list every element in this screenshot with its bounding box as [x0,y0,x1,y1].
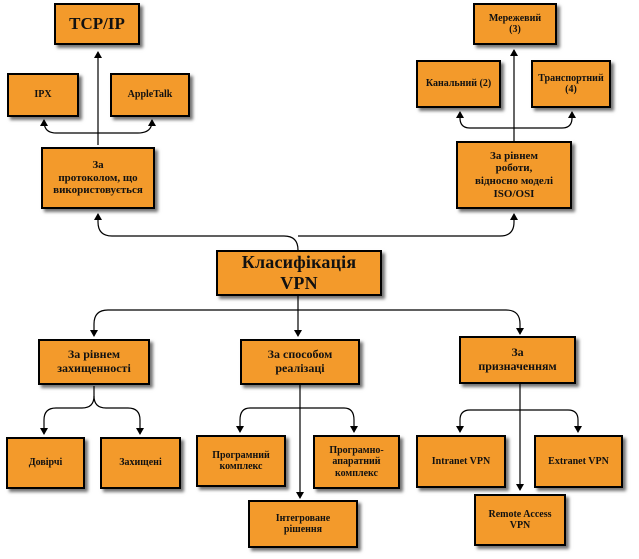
connector-method-to-software [236,407,300,433]
node-protocol-label: За протоколом, що використовується [53,159,143,197]
node-trusted-label: Довірчі [28,457,63,469]
connector-osi-to-channel [456,111,514,129]
node-appletalk: AppleTalk [110,73,190,117]
node-software-label: Програмний комплекс [212,449,270,473]
connector-root-to-osi [298,213,518,237]
node-purpose: За призначенням [459,336,576,384]
node-security: За рівнем захищенності [38,339,150,385]
node-protected: Захищені [100,437,181,489]
connector-security-to-trusted [40,386,95,435]
node-trusted: Довірчі [6,437,85,489]
node-protocol: За протоколом, що використовується [41,147,155,209]
node-method-label: За способом реалізаці [267,347,333,375]
node-transport-label: Транспортний (4) [538,72,604,96]
node-remote-label: Remote Access VPN [488,508,552,532]
connector-root-to-security [90,309,298,337]
connector-purpose-to-extranet [520,409,582,433]
connector-protocol-to-ipx [40,119,98,134]
node-security-label: За рівнем захищенності [57,347,131,375]
node-tcpip: TCP/IP [54,3,140,45]
node-root: Класифікація VPN [216,250,382,296]
node-ipx: IPX [7,73,79,117]
connector-root-to-protocol [94,213,299,251]
node-hwsw-label: Програмно- апаратний комплекс [329,444,384,479]
node-software: Програмний комплекс [196,435,286,487]
node-network-label: Мережевий (3) [488,12,542,36]
node-transport: Транспортний (4) [531,60,611,108]
node-osi-label: За рівнем роботи, відносно моделі ISO/OS… [474,149,554,200]
node-protected-label: Захищені [119,457,162,469]
connector-method-to-hwsw [300,407,358,433]
node-extranet: Extranet VPN [534,435,623,488]
node-extranet-label: Extranet VPN [548,455,609,467]
node-osi: За рівнем роботи, відносно моделі ISO/OS… [456,141,572,209]
node-purpose-label: За призначенням [478,345,557,373]
connector-protocol-to-appletalk [98,119,156,134]
node-network: Мережевий (3) [473,3,557,45]
node-channel: Канальний (2) [416,60,501,108]
node-tcpip-label: TCP/IP [69,14,125,34]
node-appletalk-label: AppleTalk [127,89,173,101]
node-intranet: Intranet VPN [416,435,506,488]
node-method: За способом реалізаці [240,339,360,385]
node-root-label: Класифікація VPN [241,252,357,293]
node-integrated-label: Інтегроване рішення [275,512,331,536]
node-channel-label: Канальний (2) [425,78,492,90]
connector-osi-to-transport [514,111,576,129]
node-integrated: Інтегроване рішення [248,500,358,548]
node-intranet-label: Intranet VPN [431,455,491,467]
connector-root-to-purpose [298,309,524,335]
node-hwsw: Програмно- апаратний комплекс [313,435,400,489]
node-ipx-label: IPX [34,89,52,101]
node-remote: Remote Access VPN [474,494,566,546]
connector-security-to-protected [93,395,144,435]
connector-purpose-to-intranet [456,409,520,433]
